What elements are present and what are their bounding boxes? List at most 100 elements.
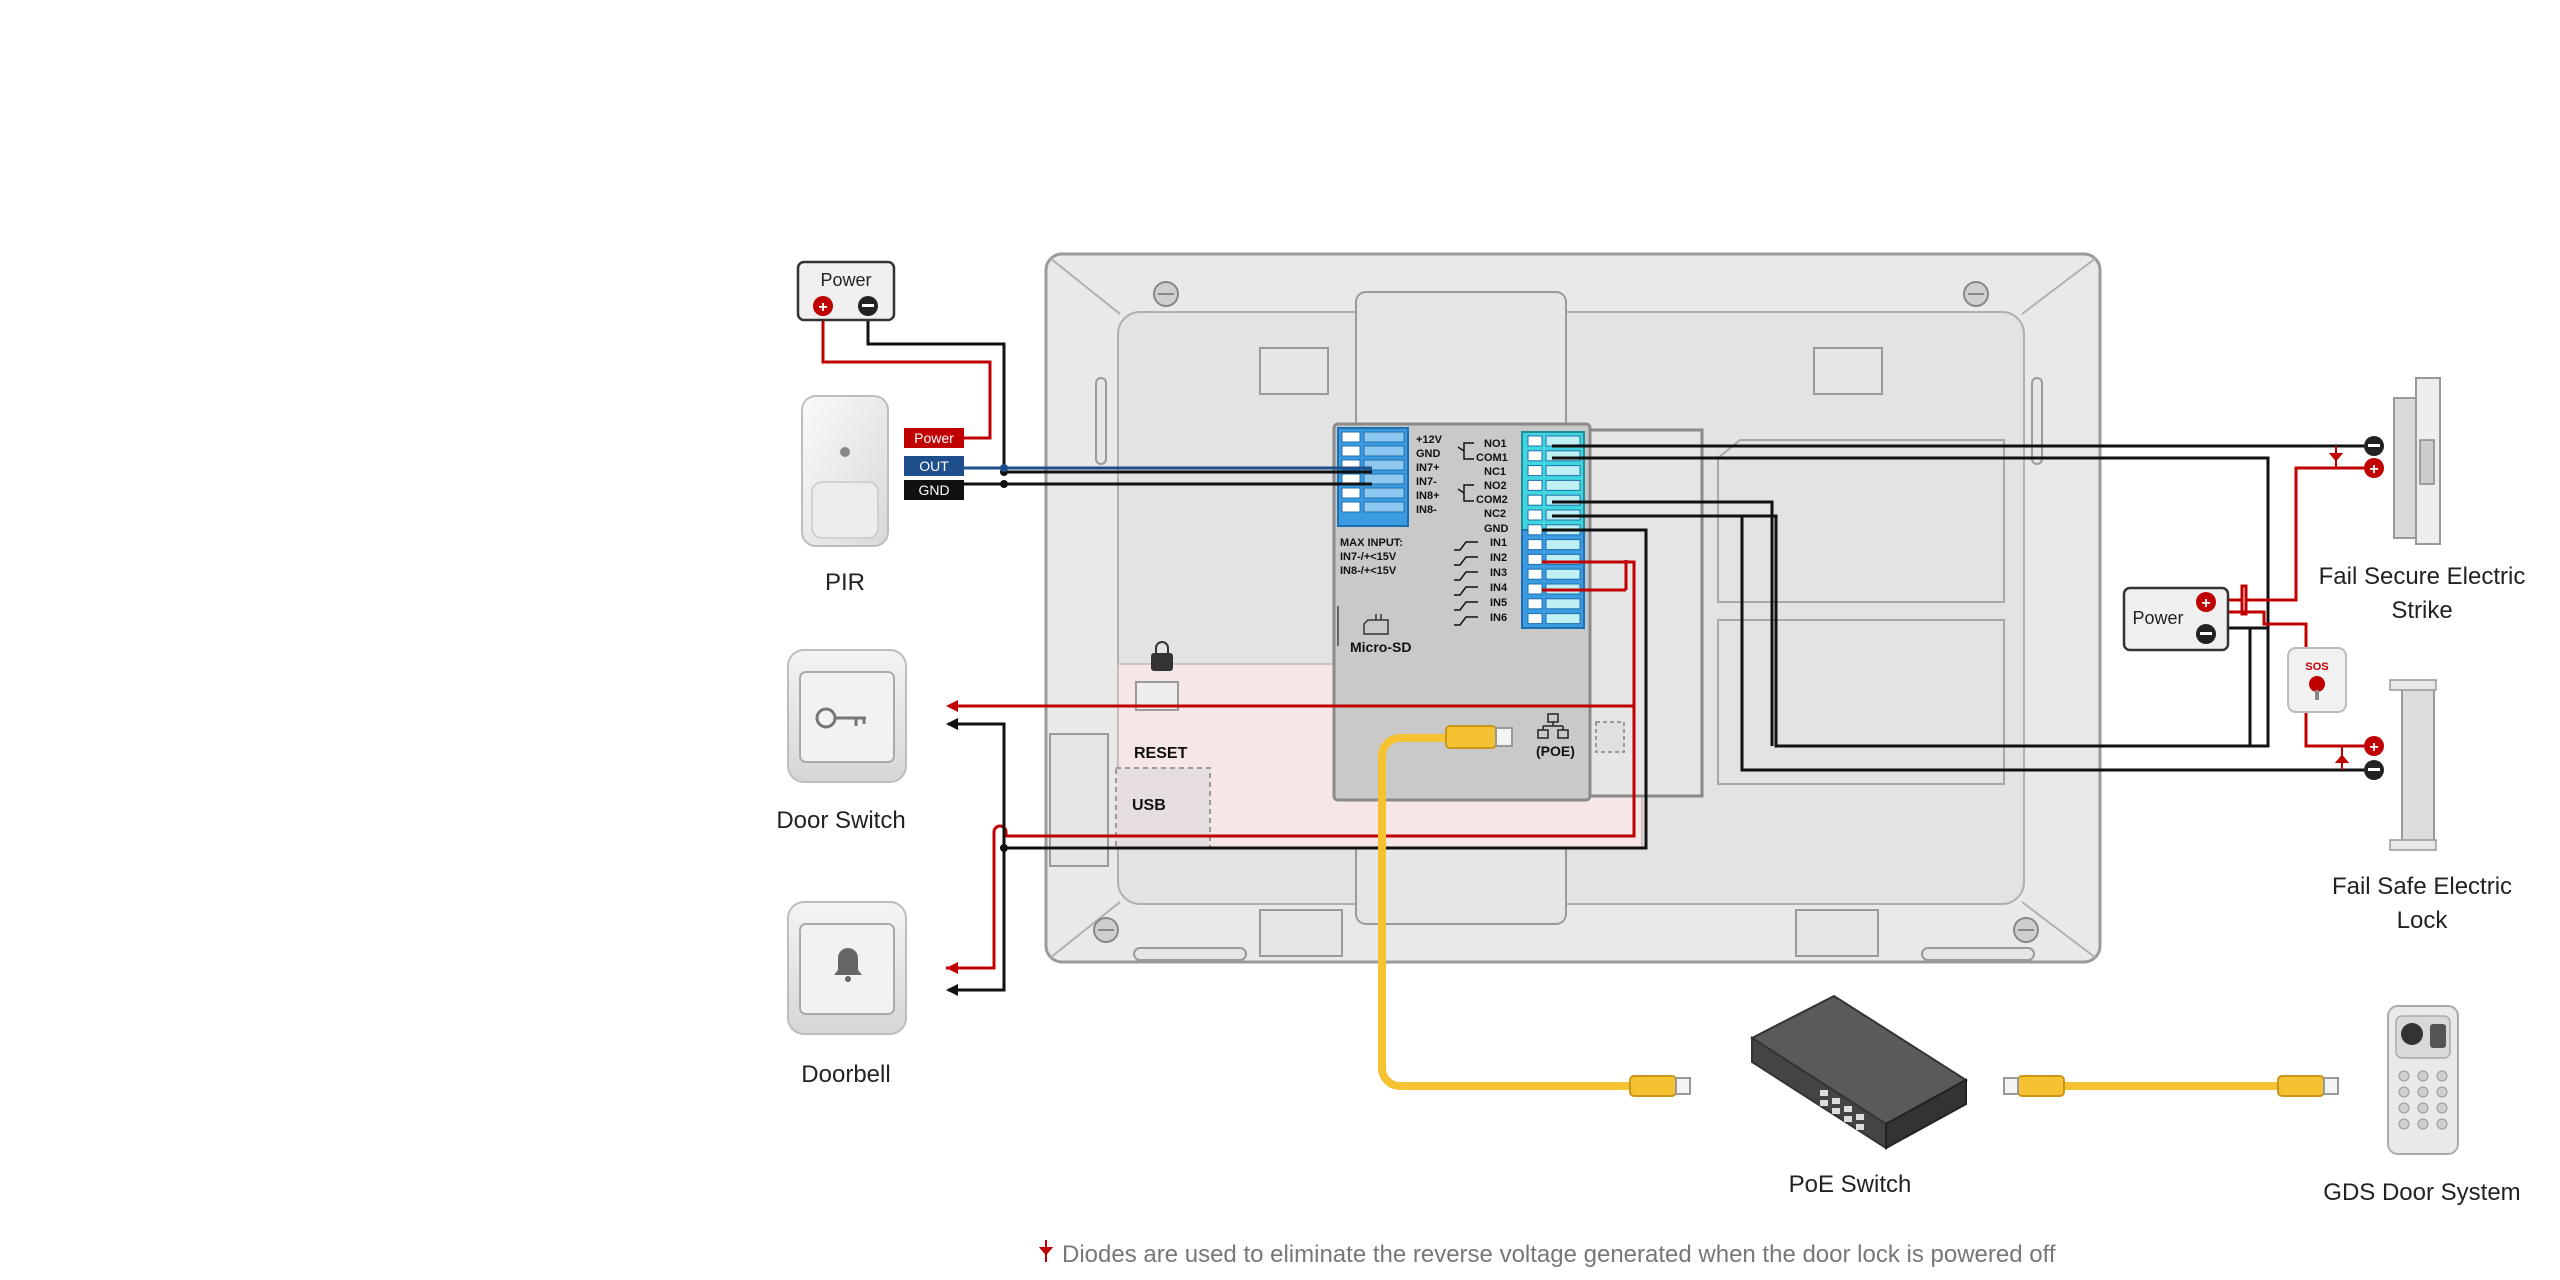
terminal-screw	[1545, 494, 1581, 506]
poe-switch	[1749, 994, 1968, 1150]
fail-secure-label-2: Strike	[2391, 597, 2452, 624]
pir-power-label: Power	[914, 430, 954, 446]
bell-icon	[834, 948, 862, 982]
pir-power-tag	[904, 428, 964, 448]
maglock-terminals: +	[2364, 736, 2384, 780]
keypad-key	[2436, 1118, 2448, 1130]
relay-symbols	[1454, 442, 1478, 626]
term-nc1: NC1	[1484, 466, 1506, 478]
term-in8p: IN8+	[1416, 490, 1440, 502]
reset-label: RESET	[1134, 745, 1188, 762]
fail-safe-label-1: Fail Safe Electric	[2332, 873, 2512, 900]
pir-label: PIR	[825, 569, 865, 596]
usb-label: USB	[1132, 797, 1166, 814]
svg-text:+: +	[2369, 739, 2378, 756]
max-input-in8: IN8-/+<15V	[1340, 565, 1397, 577]
terminal-screw	[1545, 598, 1581, 610]
lock-icon	[1151, 641, 1173, 671]
network-icon	[1537, 713, 1569, 739]
terminal-slot	[1527, 598, 1543, 610]
keypad-key	[2398, 1070, 2410, 1082]
terminal-slot	[1341, 445, 1361, 457]
poe-switch-label: PoE Switch	[1789, 1171, 1912, 1198]
term-in7m: IN7-	[1416, 476, 1437, 488]
term-com2: COM2	[1476, 494, 1508, 506]
network-port[interactable]	[1595, 721, 1625, 753]
pir-gnd-label: GND	[918, 482, 949, 498]
keypad-key	[2417, 1086, 2429, 1098]
terminal-slot	[1527, 583, 1543, 595]
minus-icon-right	[2200, 632, 2212, 635]
door-switch	[787, 649, 907, 783]
sos-label: SOS	[2305, 661, 2328, 673]
arrowheads	[946, 700, 958, 996]
terminal-slot	[1527, 524, 1543, 536]
poe-label: (POE)	[1536, 743, 1575, 759]
terminal-slot	[1527, 613, 1543, 625]
gds-door-station	[2387, 1005, 2459, 1155]
sos-button: SOS	[2287, 647, 2347, 713]
terminal-screw	[1363, 487, 1405, 499]
term-in1: IN1	[1490, 537, 1507, 549]
terminal-screw	[1545, 479, 1581, 491]
keypad-key	[2417, 1102, 2429, 1114]
keypad-key	[2436, 1070, 2448, 1082]
terminal-slot	[1341, 501, 1361, 513]
term-no1: NO1	[1484, 438, 1507, 450]
doorbell-label: Doorbell	[801, 1061, 890, 1088]
plus-icon: +	[818, 299, 827, 316]
term-in4: IN4	[1490, 582, 1508, 594]
term-gnd-l: GND	[1416, 448, 1441, 460]
terminal-screw	[1545, 450, 1581, 462]
terminal-slot	[1527, 568, 1543, 580]
keypad-key	[2398, 1118, 2410, 1130]
term-com1: COM1	[1476, 452, 1508, 464]
left-terminal-rows	[1341, 431, 1405, 513]
terminal-slot	[1341, 459, 1361, 471]
terminal-screw	[1545, 553, 1581, 565]
keypad-key	[2417, 1118, 2429, 1130]
electric-strike	[2393, 377, 2441, 545]
term-in8m: IN8-	[1416, 504, 1437, 516]
terminal-screw	[1363, 459, 1405, 471]
diode-icon-footnote	[1038, 1240, 1054, 1262]
terminal-screw	[1363, 501, 1405, 513]
sd-card-icon	[1363, 614, 1389, 635]
terminal-slot	[1341, 431, 1361, 443]
gds-label: GDS Door System	[2323, 1179, 2520, 1206]
plus-icon-right: +	[2201, 595, 2210, 612]
fail-safe-label-2: Lock	[2397, 907, 2449, 934]
diode-icon	[2328, 446, 2350, 770]
minus-icon	[862, 304, 874, 307]
max-input-title: MAX INPUT:	[1340, 537, 1403, 549]
term-in2: IN2	[1490, 552, 1507, 564]
terminal-screw	[1363, 473, 1405, 485]
fail-secure-label-1: Fail Secure Electric	[2319, 563, 2526, 590]
keypad-key	[2436, 1086, 2448, 1098]
power-supply-right: Power +	[2122, 586, 2230, 652]
term-no2: NO2	[1484, 480, 1507, 492]
terminal-screw	[1363, 445, 1405, 457]
terminal-slot	[1527, 539, 1543, 551]
terminal-screw	[1545, 568, 1581, 580]
terminal-slot	[1341, 487, 1361, 499]
power-top-label: Power	[820, 270, 871, 290]
term-nc2: NC2	[1484, 508, 1506, 520]
diode-note: Diodes are used to eliminate the reverse…	[1062, 1241, 2056, 1268]
terminal-screw	[1545, 539, 1581, 551]
terminal-slot	[1527, 553, 1543, 565]
terminal-slot	[1527, 479, 1543, 491]
terminal-slot	[1527, 494, 1543, 506]
strike-terminals: +	[2364, 436, 2384, 478]
pir-out-label: OUT	[919, 458, 949, 474]
term-gnd-r: GND	[1484, 523, 1509, 535]
term-in5: IN5	[1490, 597, 1507, 609]
max-input-in7: IN7-/+<15V	[1340, 551, 1397, 563]
terminal-slot	[1527, 509, 1543, 521]
keypad-key	[2398, 1086, 2410, 1098]
keypad-key	[2398, 1102, 2410, 1114]
term-in7p: IN7+	[1416, 462, 1440, 474]
terminal-screw	[1545, 613, 1581, 625]
terminal-slot	[1527, 435, 1543, 447]
